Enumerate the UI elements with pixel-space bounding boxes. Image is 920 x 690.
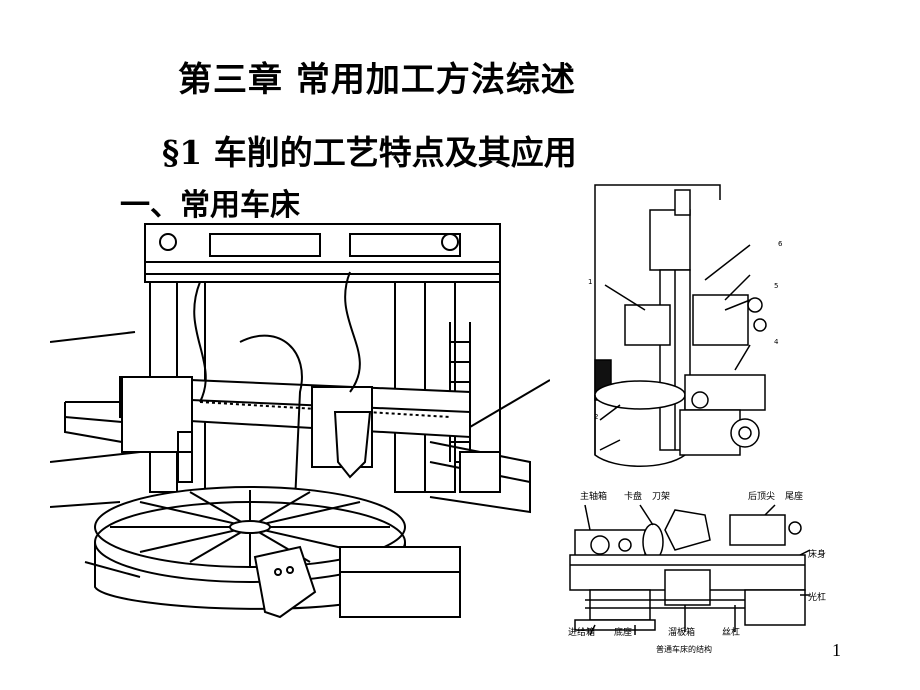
subsection-heading: 一、常用车床 [120,188,300,223]
engine-lathe-illustration [565,500,810,640]
callout-1: 1 [588,278,593,286]
vertical-lathe-large-illustration [50,212,550,637]
callout-5: 5 [774,282,779,290]
label-lead-screw: 丝杠 [722,628,741,638]
callout-4: 4 [774,338,779,346]
chapter-title: 第三章 常用加工方法综述 [178,60,576,100]
label-chuck: 卡盘 [624,492,643,502]
label-bed: 床身 [808,550,827,560]
label-feed-rod: 光杠 [808,593,827,603]
label-headstock: 主轴箱 [580,492,608,502]
label-tailstock: 尾座 [785,492,804,502]
callout-2: 2 [594,413,599,421]
label-tool-post: 刀架 [652,492,671,502]
section-heading: §1 车削的工艺特点及其应用 [162,133,577,172]
label-apron: 溜板箱 [668,628,696,638]
label-base: 底座 [614,628,633,638]
engine-lathe-caption: 普通车床的结构 [656,645,712,654]
vertical-lathe-small-illustration [585,180,795,470]
label-tailstock-center: 后顶尖 [748,492,776,502]
callout-6: 6 [778,240,783,248]
page-number: 1 [832,640,841,660]
label-feed-box: 进给箱 [568,628,596,638]
